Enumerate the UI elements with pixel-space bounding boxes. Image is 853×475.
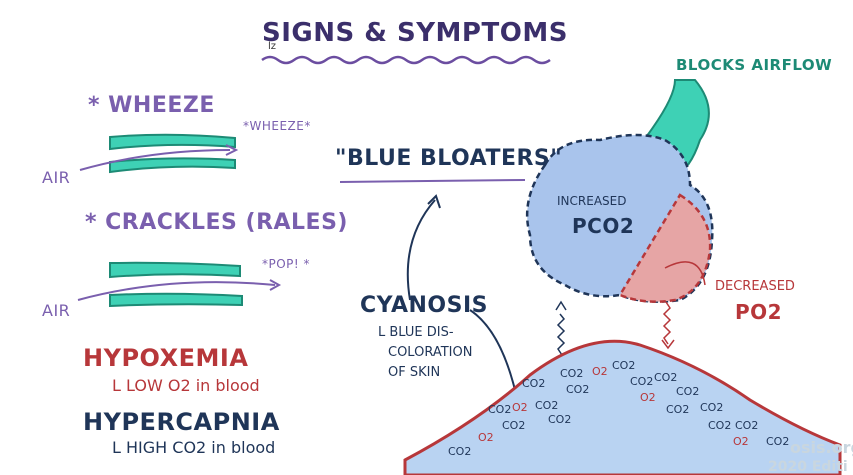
- vessel-gas-label: CO2: [502, 419, 526, 432]
- vessel-gas-label: CO2: [666, 403, 690, 416]
- watermark-line-1: osis.org: [790, 438, 853, 457]
- vessel-gas-label: CO2: [535, 399, 559, 412]
- wheeze-heading: * WHEEZE: [88, 93, 215, 118]
- page-title: SIGNS & SYMPTOMS: [262, 18, 568, 48]
- po2-label: PO2: [735, 300, 783, 324]
- vessel-gas-label: O2: [640, 391, 656, 404]
- blue-bloaters-label: "BLUE BLOATERS": [335, 146, 563, 171]
- wheeze-airway: [79, 133, 239, 174]
- title-underline: [261, 55, 551, 65]
- vessel-gas-label: CO2: [560, 367, 584, 380]
- cyanosis-definition-line-1: L BLUE DIS-: [378, 325, 454, 340]
- vessel-gas-label: CO2: [676, 385, 700, 398]
- blood-vessel: [403, 339, 842, 475]
- blue-bloaters-underline: [339, 179, 526, 183]
- co2-diffusion-arrow: [556, 313, 566, 356]
- crackles-airway: [77, 261, 282, 308]
- o2-diffusion-arrow: [662, 301, 672, 345]
- hypercapnia-definition: L HIGH CO2 in blood: [112, 438, 276, 457]
- hypoxemia-definition: L LOW O2 in blood: [112, 376, 260, 395]
- cyanosis-pointer: [469, 309, 516, 391]
- vessel-gas-label: CO2: [448, 445, 472, 458]
- hypercapnia-term: HYPERCAPNIA: [83, 408, 280, 436]
- vessel-gas-label: O2: [733, 435, 749, 448]
- vessel-gas-label: CO2: [735, 419, 759, 432]
- crackles-heading: * CRACKLES (RALES): [85, 210, 348, 235]
- vessel-gas-label: O2: [512, 401, 528, 414]
- vessel-gas-label: CO2: [654, 371, 678, 384]
- pco2-label: PCO2: [572, 214, 635, 238]
- vessel-gas-label: CO2: [630, 375, 654, 388]
- vessel-gas-label: CO2: [548, 413, 572, 426]
- vessel-gas-label: CO2: [566, 383, 590, 396]
- crackles-air-label: AIR: [42, 301, 71, 320]
- hypoxemia-term: HYPOXEMIA: [83, 344, 249, 372]
- watermark-line-2: 2020 Editi: [768, 459, 848, 475]
- decreased-label: DECREASED: [715, 279, 795, 294]
- vessel-gas-label: CO2: [488, 403, 512, 416]
- blocks-airflow-label: BLOCKS AIRFLOW: [676, 56, 833, 74]
- vessel-gas-label: O2: [478, 431, 494, 444]
- vessel-gas-label: O2: [592, 365, 608, 378]
- alveolus: [525, 133, 714, 303]
- increased-label: INCREASED: [557, 194, 627, 208]
- vessel-gas-label: CO2: [708, 419, 732, 432]
- wheeze-air-label: AIR: [42, 168, 71, 187]
- cyanosis-term: CYANOSIS: [360, 293, 488, 318]
- cyanosis-arrow: [406, 199, 436, 301]
- crackles-sound-label: *POP! *: [262, 257, 311, 271]
- vessel-gas-label: CO2: [612, 359, 636, 372]
- vessel-gas-label: CO2: [522, 377, 546, 390]
- cyanosis-definition-line-3: OF SKIN: [388, 365, 441, 380]
- wheeze-sound-label: *WHEEZE*: [243, 119, 311, 133]
- cyanosis-definition-line-2: COLORATION: [388, 345, 473, 360]
- vessel-gas-label: CO2: [700, 401, 724, 414]
- small-mark: lz: [268, 41, 277, 52]
- vessel-gas-label: CO2: [766, 435, 790, 448]
